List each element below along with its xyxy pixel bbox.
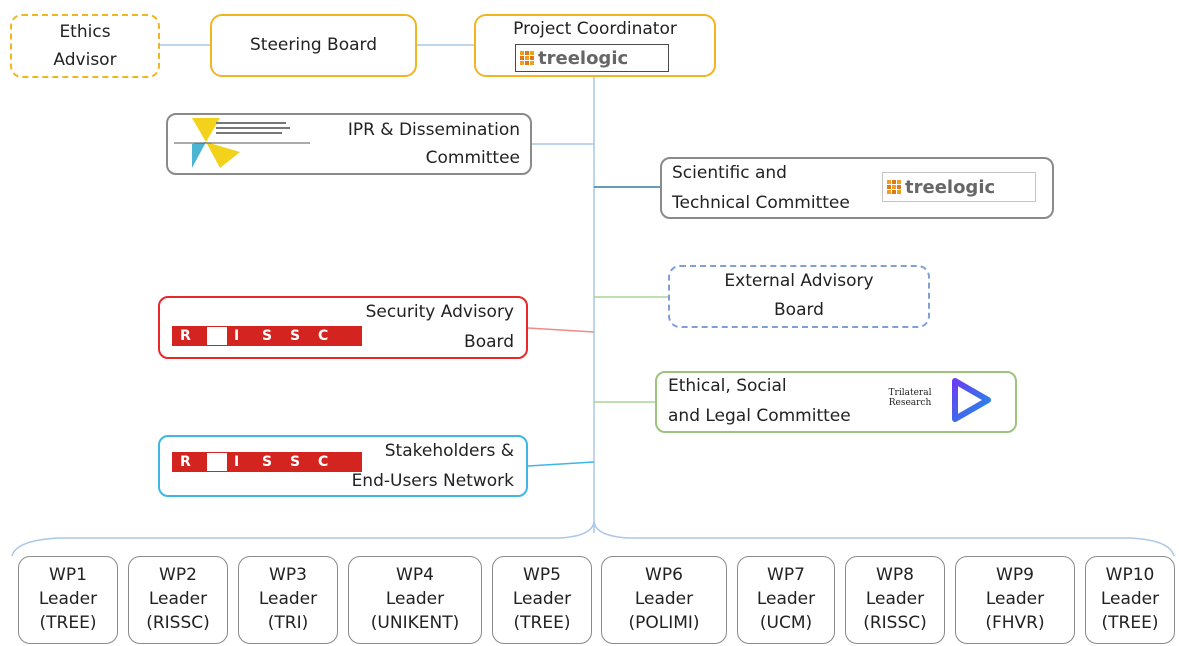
wp-org: (TREE) [513, 613, 571, 633]
wp-role: Leader [1100, 589, 1160, 609]
wp-org: (UCM) [759, 613, 813, 633]
wp-org: (TREE) [39, 613, 97, 633]
ethics-advisor-box [10, 14, 160, 78]
external-advisory-label-line1: External Advisory [724, 271, 874, 291]
wp-leader-box: WP2 Leader (RISSC) [128, 556, 228, 644]
rissc-letter-c: C [312, 452, 362, 472]
ipr-committee-label-line1: IPR & Dissemination [347, 120, 520, 140]
steering-board-label: Steering Board [249, 35, 378, 55]
wp-org: (RISSC) [863, 613, 927, 633]
ethics-advisor-label-line2: Advisor [53, 50, 117, 70]
wp-leader-box: WP8 Leader (RISSC) [845, 556, 945, 644]
treelogic-logo-scientific: treelogic [882, 172, 1036, 202]
wp-role: Leader [865, 589, 925, 609]
project-coordinator-label: Project Coordinator [513, 19, 677, 39]
rissc-letter-c: C [312, 326, 362, 346]
trilateral-logo-text: Trilateral Research [888, 388, 932, 408]
wp-id: WP8 [876, 565, 914, 585]
rissc-letter-s: S [256, 326, 284, 346]
logo-triangle-blue [192, 142, 206, 168]
wp-org: (FHVR) [985, 613, 1045, 633]
security-advisory-label-line1: Security Advisory [365, 302, 514, 322]
wp-id: WP4 [396, 565, 434, 585]
external-advisory-box [668, 265, 930, 328]
rissc-logo-stakeholders: R I S S C [172, 452, 362, 472]
wp-leader-box: WP5 Leader (TREE) [492, 556, 592, 644]
stakeholders-label-line1: Stakeholders & [384, 441, 514, 461]
treelogic-mark-icon [520, 51, 534, 65]
ethics-advisor-label-line1: Ethics [59, 22, 111, 42]
rissc-letter-r: R [172, 452, 206, 472]
wp-leader-box: WP7 Leader (UCM) [737, 556, 835, 644]
wp-id: WP2 [159, 565, 197, 585]
wp-role: Leader [634, 589, 694, 609]
trilateral-play-icon [952, 378, 991, 422]
wp-brace [11, 521, 1175, 557]
stakeholders-link [527, 461, 595, 467]
wp-role: Leader [512, 589, 572, 609]
wp-org: (TREE) [1101, 613, 1159, 633]
wp-role: Leader [148, 589, 208, 609]
external-advisory-label-line2: Board [774, 300, 824, 320]
wp-role: Leader [38, 589, 98, 609]
rissc-letter-i: I [228, 326, 256, 346]
rissc-logo-security: R I S S C [172, 326, 362, 346]
wp-id: WP3 [269, 565, 307, 585]
wp-id: WP9 [996, 565, 1034, 585]
wp-leader-box: WP4 Leader (UNIKENT) [348, 556, 482, 644]
wp-org: (TRI) [267, 613, 309, 633]
rissc-letter-i: I [228, 452, 256, 472]
steering-board-box [210, 14, 417, 77]
scientific-committee-label-line2: Technical Committee [672, 193, 850, 213]
wp-id: WP6 [645, 565, 683, 585]
wp-id: WP1 [49, 565, 87, 585]
treelogic-wordmark: treelogic [538, 47, 629, 69]
wp-id: WP5 [523, 565, 561, 585]
rissc-letter-s2: S [284, 452, 312, 472]
rissc-letter-s: S [256, 452, 284, 472]
trilateral-word: Trilateral [888, 388, 932, 398]
stakeholders-label-line2: End-Users Network [351, 471, 514, 491]
wp-id: WP10 [1105, 565, 1155, 585]
logo-triangle-yellow [192, 118, 220, 142]
wp-id: WP7 [767, 565, 805, 585]
wp-leader-box: WP1 Leader (TREE) [18, 556, 118, 644]
wp-leader-box: WP10 Leader (TREE) [1085, 556, 1175, 644]
wp-role: Leader [756, 589, 816, 609]
wp-org: (UNIKENT) [370, 613, 460, 633]
wp-leader-box: WP9 Leader (FHVR) [955, 556, 1075, 644]
wp-org: (RISSC) [146, 613, 210, 633]
ethical-committee-label-line1: Ethical, Social [668, 376, 787, 396]
rissc-letter-s2: S [284, 326, 312, 346]
wp-leader-box: WP6 Leader (POLIMI) [601, 556, 727, 644]
wp-leader-box: WP3 Leader (TRI) [238, 556, 338, 644]
security-advisory-label-line2: Board [464, 332, 514, 352]
treelogic-mark-icon [887, 180, 901, 194]
wp-org: (POLIMI) [628, 613, 700, 633]
treelogic-wordmark: treelogic [905, 176, 996, 198]
wp-role: Leader [985, 589, 1045, 609]
fh-bayern-logo [172, 116, 312, 170]
scientific-committee-label-line1: Scientific and [672, 163, 787, 183]
research-word: Research [888, 398, 932, 408]
logo-triangle-yellow-2 [206, 142, 240, 168]
ethical-committee-label-line2: and Legal Committee [668, 406, 851, 426]
rissc-letter-r: R [172, 326, 206, 346]
wp-role: Leader [258, 589, 318, 609]
ipr-committee-label-line2: Committee [425, 148, 520, 168]
treelogic-logo-coordinator: treelogic [515, 44, 669, 72]
wp-role: Leader [385, 589, 445, 609]
security-link [527, 327, 595, 333]
